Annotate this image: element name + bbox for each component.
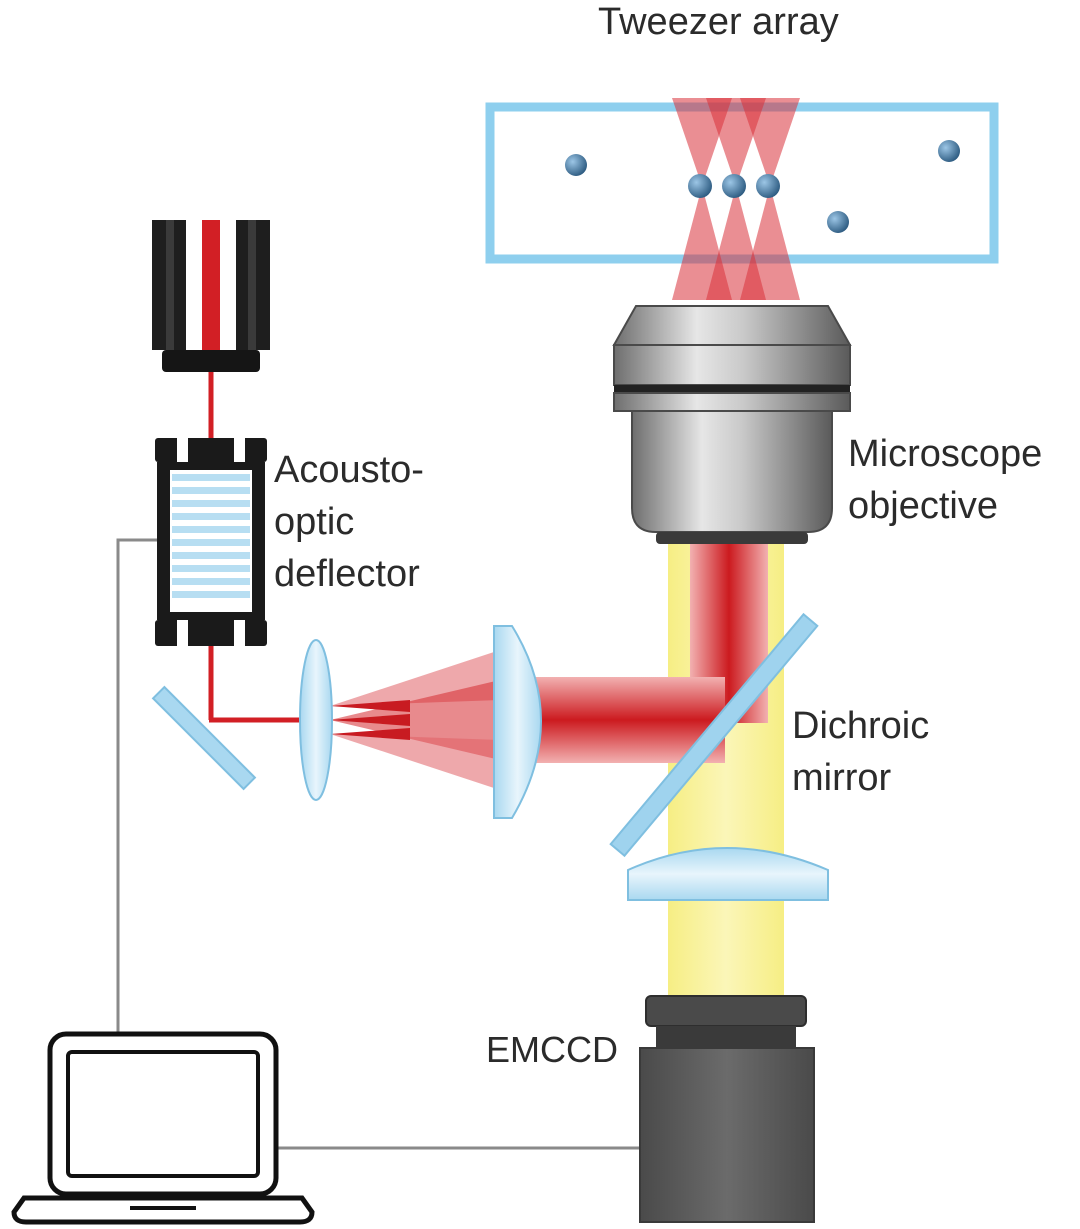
dichroic-mirror-icon <box>609 612 819 858</box>
atom <box>827 211 849 233</box>
objective-label-line1: Microscope <box>848 433 1043 475</box>
tube-lens-icon <box>627 847 829 901</box>
laptop-icon <box>11 1031 315 1225</box>
acousto-optic-deflector-icon <box>155 438 267 646</box>
laser-source-icon <box>152 220 270 372</box>
objective-label-line2: objective <box>848 485 998 527</box>
atoms <box>565 140 960 233</box>
steering-mirror-icon <box>151 685 257 791</box>
aod-label-line1: Acousto- <box>274 449 424 491</box>
tweezer-array-label: Tweezer array <box>598 1 839 43</box>
trapped-atom <box>688 174 712 198</box>
trapped-atom <box>722 174 746 198</box>
dichroic-label-line1: Dichroic <box>792 705 930 747</box>
emccd-camera-icon <box>639 995 815 1223</box>
lens-1-icon <box>299 639 333 801</box>
aod-label-line3: deflector <box>274 553 420 595</box>
microscope-objective-icon <box>612 305 852 544</box>
aod-label: Acousto- optic deflector <box>274 444 424 600</box>
dichroic-label: Dichroic mirror <box>792 700 929 804</box>
aod-label-line2: optic <box>274 501 355 543</box>
diverging-beams <box>330 650 500 790</box>
control-cables <box>116 538 640 1150</box>
tweezer-beams <box>672 98 800 300</box>
objective-label: Microscope objective <box>848 428 1042 532</box>
lens-2-icon <box>493 625 542 819</box>
aod-to-laptop-cable <box>116 538 160 1034</box>
dichroic-label-line2: mirror <box>792 757 892 799</box>
atom <box>938 140 960 162</box>
trapped-atom <box>756 174 780 198</box>
emccd-label: EMCCD <box>486 1029 618 1070</box>
atom <box>565 154 587 176</box>
